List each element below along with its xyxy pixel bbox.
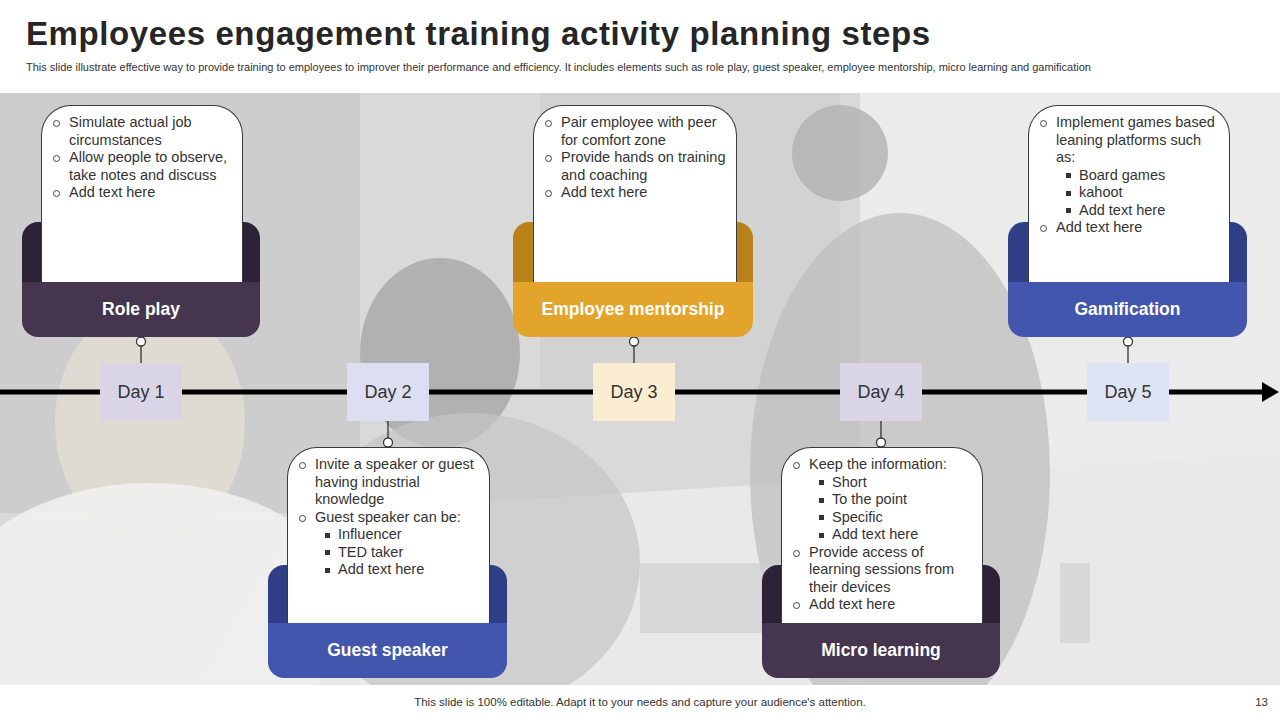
activity-tab: GamificationImplement games based leanin… [1008, 222, 1247, 337]
connector-dot [877, 438, 886, 447]
slide-title: Employees engagement training activity p… [26, 14, 1266, 54]
activity-tab: Employee mentorshipPair employee with pe… [513, 222, 753, 337]
bullet-text: Allow people to observe, take notes and … [42, 149, 234, 184]
sub-bullet-text: Board games [1029, 167, 1221, 185]
label-area: 13 [1170, 695, 1268, 709]
day-label: Day 3 [610, 381, 657, 403]
bullet-text: Add text here [1029, 219, 1221, 237]
bullet-text: Provide access of learning sessions from… [782, 544, 974, 597]
day-label: Day 1 [117, 381, 164, 403]
sub-bullet-text: Specific [782, 509, 974, 527]
bullet-card: Keep the information:ShortTo the pointSp… [781, 447, 983, 623]
bullet-card: Implement games based leaning platforms … [1028, 105, 1230, 282]
activity-tab: Role playSimulate actual job circumstanc… [22, 222, 260, 337]
connector-dot [630, 337, 639, 346]
bullet-text: Add text here [782, 596, 974, 614]
day-label: Day 4 [857, 381, 904, 403]
day-box: Day 3 [593, 363, 675, 421]
photo-head [792, 105, 888, 201]
sub-bullet-text: TED taker [288, 544, 481, 562]
activity-tab: Guest speakerInvite a speaker or guest h… [268, 565, 507, 678]
timeline-arrowhead [1262, 382, 1279, 402]
bullet-text: Add text here [42, 184, 234, 202]
bullet-text: Simulate actual job circumstances [42, 114, 234, 149]
bullet-card: Simulate actual job circumstancesAllow p… [41, 105, 243, 282]
page-number: 13 [1170, 695, 1268, 709]
day-box: Day 5 [1087, 363, 1169, 421]
bullet-text: Guest speaker can be: [288, 509, 481, 527]
day-label: Day 2 [364, 381, 411, 403]
sub-bullet-text: Add text here [1029, 202, 1221, 220]
day-label: Day 5 [1104, 381, 1151, 403]
sub-bullet-text: kahoot [1029, 184, 1221, 202]
sub-bullet-text: Add text here [782, 526, 974, 544]
activity-heading: Employee mentorship [513, 282, 753, 337]
day-box: Day 2 [347, 363, 429, 421]
photo-table [200, 453, 1280, 685]
sub-bullet-text: Influencer [288, 526, 481, 544]
activity-heading: Micro learning [762, 623, 1000, 678]
bullet-card: Pair employee with peer for comfort zone… [533, 105, 737, 282]
activity-heading: Gamification [1008, 282, 1247, 337]
bullet-text: Keep the information: [782, 456, 974, 474]
connector-dot [384, 438, 393, 447]
day-box: Day 1 [100, 363, 182, 421]
bullet-card: Invite a speaker or guest having industr… [287, 447, 490, 623]
label-area: This slide is 100% editable. Adapt it to… [0, 695, 1280, 709]
slide-caption: This slide illustrate effective way to p… [26, 60, 1266, 74]
bullet-text: Implement games based leaning platforms … [1029, 114, 1221, 167]
photo-person-standing [750, 213, 1050, 685]
sub-bullet-text: To the point [782, 491, 974, 509]
activity-heading: Guest speaker [268, 623, 507, 678]
day-box: Day 4 [840, 363, 922, 421]
photo-bottle [1060, 563, 1090, 643]
bullet-text: Add text here [534, 184, 728, 202]
bullet-text: Invite a speaker or guest having industr… [288, 456, 481, 509]
connector-dot [137, 337, 146, 346]
activity-tab: Micro learningKeep the information:Short… [762, 565, 1000, 678]
bullet-text: Provide hands on training and coaching [534, 149, 728, 184]
footer-note: This slide is 100% editable. Adapt it to… [0, 695, 1280, 709]
sub-bullet-text: Short [782, 474, 974, 492]
bullet-text: Pair employee with peer for comfort zone [534, 114, 728, 149]
connector-dot [1124, 337, 1133, 346]
header-area: Employees engagement training activity p… [26, 14, 1266, 74]
sub-bullet-text: Add text here [288, 561, 481, 579]
activity-heading: Role play [22, 282, 260, 337]
